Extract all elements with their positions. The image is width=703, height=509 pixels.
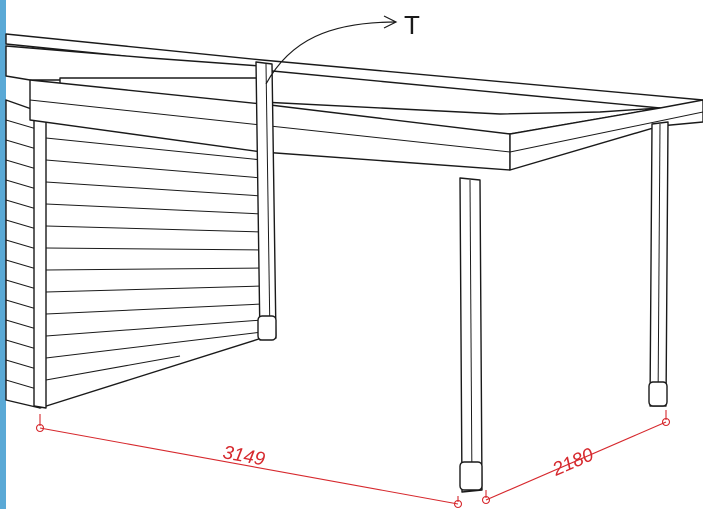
dimension-front-length: 3149: [221, 442, 267, 470]
middle-post: [255, 61, 277, 341]
dimension-side-depth: 2180: [549, 444, 597, 481]
callout-arrow: [265, 15, 398, 85]
side-beam: [509, 99, 703, 171]
middle-post-foot: [257, 315, 277, 341]
dimension-lines: [35, 410, 671, 509]
dimension-line-side: [485, 421, 667, 501]
callout-label: T: [404, 10, 420, 40]
rear-post-foot: [648, 381, 668, 407]
shed-corner-post: [33, 85, 47, 409]
left-edge-bar: [0, 0, 6, 509]
front-post-foot: [459, 461, 483, 491]
structure-lines: [5, 33, 703, 493]
dimension-line-front: [39, 427, 459, 505]
